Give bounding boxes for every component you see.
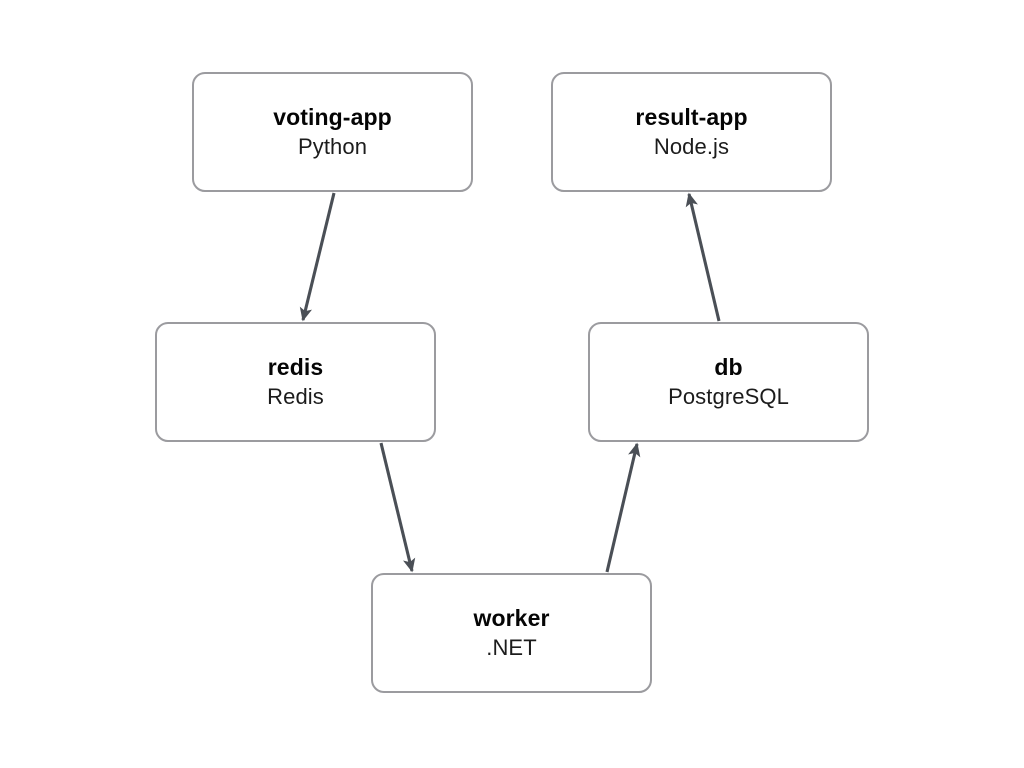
edge-voting-app-to-redis: [299, 192, 336, 322]
node-subtitle: Python: [297, 133, 368, 159]
node-db[interactable]: db PostgreSQL: [588, 322, 869, 442]
node-title: redis: [267, 353, 324, 380]
node-title: voting-app: [273, 103, 392, 130]
node-subtitle: .NET: [486, 634, 537, 660]
edge-worker-to-db: [605, 442, 641, 573]
node-subtitle: PostgreSQL: [668, 383, 789, 409]
node-result-app[interactable]: result-app Node.js: [551, 72, 832, 192]
node-redis[interactable]: redis Redis: [155, 322, 436, 442]
node-title: result-app: [635, 103, 748, 130]
node-title: db: [714, 353, 743, 380]
edge-db-to-result-app: [685, 192, 721, 322]
node-worker[interactable]: worker .NET: [371, 573, 652, 693]
edge-redis-to-worker: [379, 442, 416, 573]
node-title: worker: [473, 604, 550, 631]
node-subtitle: Node.js: [653, 133, 730, 159]
node-subtitle: Redis: [267, 383, 324, 409]
node-voting-app[interactable]: voting-app Python: [192, 72, 473, 192]
